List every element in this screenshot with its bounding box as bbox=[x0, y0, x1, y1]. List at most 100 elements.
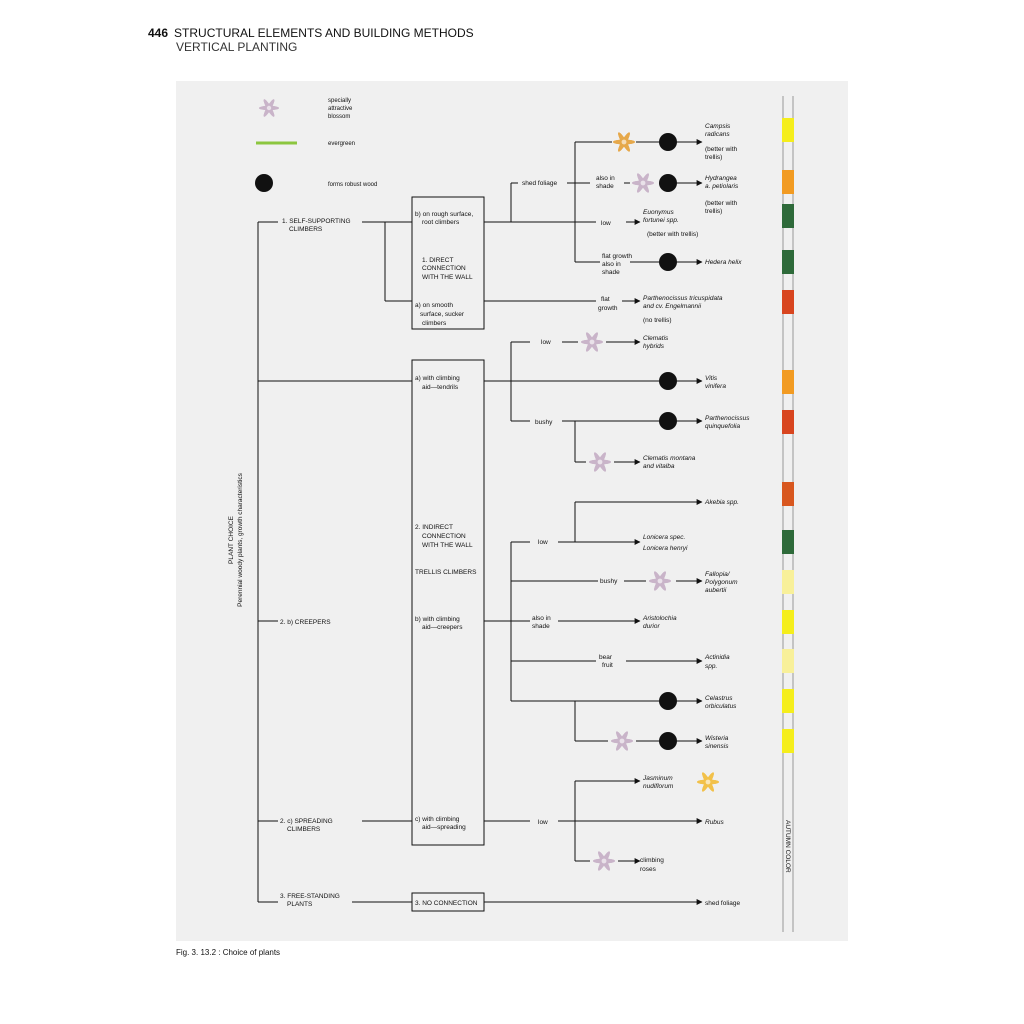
plant-clematis-2a: Clematis montana bbox=[643, 455, 696, 462]
figure-caption: Fig. 3. 13.2 : Choice of plants bbox=[176, 948, 281, 957]
section-title: VERTICAL PLANTING bbox=[176, 40, 298, 54]
no-connection: 3. NO CONNECTION bbox=[415, 900, 478, 907]
autumn-swatch bbox=[782, 290, 794, 314]
indirect-creepers-1: b) with climbing bbox=[415, 616, 460, 623]
condition-labels: shed foliage also in shade low flat grow… bbox=[522, 175, 632, 826]
direct-title-3: WITH THE WALL bbox=[422, 274, 473, 281]
plant-fallopia-1: Fallopia/ bbox=[705, 571, 731, 578]
plant-wisteria-2: sinensis bbox=[705, 743, 729, 750]
direct-title-2: CONNECTION bbox=[422, 265, 466, 272]
direct-rough-2: root climbers bbox=[422, 219, 460, 226]
diagram-panel bbox=[176, 81, 848, 941]
wood-dot-parthenocissus bbox=[659, 412, 677, 430]
plant-aristolochia-1: Aristolochia bbox=[642, 615, 677, 622]
group-free-standing-2: PLANTS bbox=[287, 901, 313, 908]
blossom-icons bbox=[581, 132, 719, 871]
plant-hydrangea-4: trellis) bbox=[705, 208, 722, 215]
plant-fallopia-3: aubertii bbox=[705, 587, 727, 594]
robust-wood-dots bbox=[659, 133, 677, 750]
cond-flat-growth-b: growth bbox=[598, 305, 618, 312]
plant-campsis-3: (better with bbox=[705, 146, 738, 153]
plant-clematis-1b: hybrids bbox=[643, 343, 665, 350]
plant-celastrus-2: orbiculatus bbox=[705, 703, 737, 710]
cond-low-3: low bbox=[538, 539, 548, 546]
plant-roses-1: climbing bbox=[640, 857, 664, 864]
direct-title-1: 1. DIRECT bbox=[422, 257, 453, 264]
plant-lonicera-2: Lonicera henryi bbox=[643, 545, 688, 552]
indirect-spreading-2: aid—spreading bbox=[422, 824, 466, 831]
autumn-color-label: AUTUMN COLOR bbox=[784, 820, 791, 873]
indirect-spreading-1: c) with climbing bbox=[415, 816, 460, 823]
plant-akebia: Akebia spp. bbox=[704, 499, 739, 506]
group-labels: 1. SELF-SUPPORTING CLIMBERS 2. b) CREEPE… bbox=[280, 218, 351, 908]
plant-euonymus-1: Euonymus bbox=[643, 209, 674, 216]
autumn-swatch bbox=[782, 530, 794, 554]
autumn-swatch bbox=[782, 570, 794, 594]
blossom-icon-roses bbox=[593, 851, 615, 871]
chapter-title: STRUCTURAL ELEMENTS AND BUILDING METHODS bbox=[174, 26, 474, 40]
plant-parthenocissus-1-note: (no trellis) bbox=[643, 317, 672, 324]
wood-dot-wisteria bbox=[659, 732, 677, 750]
group-self-supporting-2: CLIMBERS bbox=[289, 226, 323, 233]
plant-lonicera-1: Lonicera spec. bbox=[643, 534, 685, 541]
plant-parthenocissus-2a: Parthenocissus bbox=[705, 415, 750, 422]
autumn-swatch bbox=[782, 649, 794, 673]
plant-actinidia-1: Actinidia bbox=[704, 654, 730, 661]
root-label-subtitle: Perennial woody plants, growth character… bbox=[237, 472, 244, 606]
plant-labels: Campsis radicans (better with trellis) H… bbox=[640, 123, 750, 907]
plant-parthenocissus-2b: quinquefolia bbox=[705, 423, 740, 430]
autumn-swatch bbox=[782, 204, 794, 228]
wood-dot-vitis bbox=[659, 372, 677, 390]
blossom-icon-clematis-hybrids bbox=[581, 332, 603, 352]
plant-jasminum-2: nudiflorum bbox=[643, 783, 674, 790]
direct-smooth-2: surface, sucker bbox=[420, 311, 465, 318]
group-creepers: 2. b) CREEPERS bbox=[280, 619, 331, 626]
cond-also-shade-1b: shade bbox=[596, 183, 614, 190]
plant-free-shed: shed foliage bbox=[705, 900, 740, 907]
indirect-title-1: 2. INDIRECT bbox=[415, 524, 453, 531]
indirect-trellis: TRELLIS CLIMBERS bbox=[415, 569, 477, 576]
plant-aristolochia-2: durior bbox=[643, 623, 660, 630]
cond-bear-fruit-b: fruit bbox=[602, 662, 613, 669]
legend-robust-wood-dot bbox=[255, 174, 273, 192]
cond-flat-shade-c: shade bbox=[602, 269, 620, 276]
legend-blossom-label-3: blossom bbox=[328, 114, 350, 120]
indirect-creepers-2: aid—creepers bbox=[422, 624, 463, 631]
plant-euonymus-note: (better with trellis) bbox=[647, 231, 698, 238]
plant-vitis-2: vinifera bbox=[705, 383, 726, 390]
plant-jasminum-1: Jasminum bbox=[642, 775, 673, 782]
plant-parthenocissus-1a: Parthenocissus tricuspidata bbox=[643, 295, 723, 302]
indirect-tendrils-1: a) with climbing bbox=[415, 375, 460, 382]
autumn-color-column: AUTUMN COLOR bbox=[782, 96, 794, 932]
group-spreading-1: 2. c) SPREADING bbox=[280, 818, 333, 825]
plant-hydrangea-2: a. petiolaris bbox=[705, 183, 739, 190]
plant-roses-2: roses bbox=[640, 866, 657, 873]
plant-vitis-1: Vitis bbox=[705, 375, 718, 382]
cond-low-1: low bbox=[601, 220, 611, 227]
group-spreading-2: CLIMBERS bbox=[287, 826, 321, 833]
autumn-swatch bbox=[782, 689, 794, 713]
connection-box-texts: b) on rough surface, root climbers 1. DI… bbox=[415, 211, 478, 907]
wood-dot-celastrus bbox=[659, 692, 677, 710]
page-number: 446 bbox=[148, 26, 169, 40]
plant-hydrangea-3: (better with bbox=[705, 200, 738, 207]
plant-campsis-2: radicans bbox=[705, 131, 730, 138]
indirect-tendrils-2: aid—tendrils bbox=[422, 384, 459, 391]
plant-hedera: Hedera helix bbox=[705, 259, 742, 266]
tree-lines bbox=[257, 141, 694, 912]
blossom-icon-jasminum bbox=[697, 772, 719, 792]
autumn-swatch bbox=[782, 370, 794, 394]
plant-clematis-1a: Clematis bbox=[643, 335, 669, 342]
cond-bushy-2: bushy bbox=[600, 578, 618, 585]
page-header: 446 STRUCTURAL ELEMENTS AND BUILDING METH… bbox=[148, 26, 474, 54]
group-self-supporting-1: 1. SELF-SUPPORTING bbox=[282, 218, 351, 225]
plant-wisteria-1: Wisteria bbox=[705, 735, 729, 742]
plant-campsis-4: trellis) bbox=[705, 154, 722, 161]
direct-smooth-1: a) on smooth bbox=[415, 302, 453, 309]
legend: specially attractive blossom evergreen f… bbox=[255, 98, 377, 192]
indirect-title-2: CONNECTION bbox=[422, 533, 466, 540]
autumn-swatch bbox=[782, 729, 794, 753]
autumn-swatch bbox=[782, 410, 794, 434]
cond-flat-shade-a: flat growth bbox=[602, 253, 632, 260]
